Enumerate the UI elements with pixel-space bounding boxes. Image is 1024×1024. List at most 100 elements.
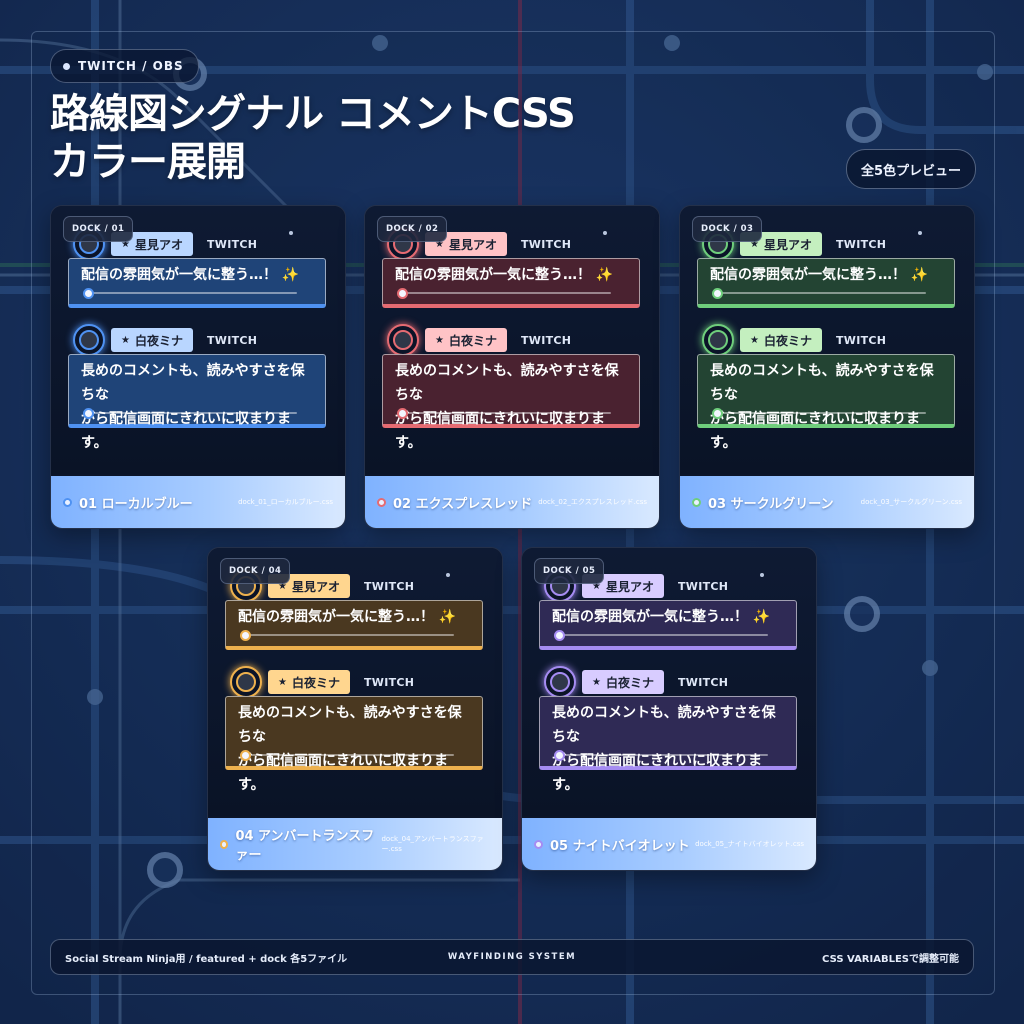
comment-header: ★ 白夜ミナ TWITCH	[73, 324, 257, 356]
username-chip: ★ 白夜ミナ	[425, 328, 507, 352]
username-chip: ★ 白夜ミナ	[740, 328, 822, 352]
username: 白夜ミナ	[134, 333, 183, 348]
platform-label: TWITCH	[677, 579, 729, 593]
comment-text: 配信の雰囲気が一気に整う…！ ✨	[710, 267, 929, 283]
comment-text: 配信の雰囲気が一気に整う…！ ✨	[552, 609, 771, 625]
comment-bubble: 長めのコメントも、読みやすさを保ちな がら配信画面にきれいに収まります。	[68, 354, 326, 451]
comment-header: ★ 白夜ミナ TWITCH	[544, 666, 728, 698]
bottom-bar: Social Stream Ninja用 / featured + dock 各…	[50, 939, 974, 975]
comment-header: ★ 白夜ミナ TWITCH	[230, 666, 414, 698]
theme-card-3[interactable]: DOCK / 03 ★ 星見アオ TWITCH 配信の雰囲気が一気に整う…！ ✨…	[679, 205, 975, 529]
platform-label: TWITCH	[835, 237, 887, 251]
theme-card-5[interactable]: DOCK / 05 ★ 星見アオ TWITCH 配信の雰囲気が一気に整う…！ ✨…	[521, 547, 817, 871]
comment-text-line-2: がら配信画面にきれいに収まります。	[710, 411, 920, 451]
route-line	[89, 292, 297, 294]
comment-bubble: 配信の雰囲気が一気に整う…！ ✨	[697, 258, 955, 308]
color-dot-icon	[63, 497, 72, 507]
dock-tag: DOCK / 01	[63, 216, 134, 242]
comment-bubble: 配信の雰囲気が一気に整う…！ ✨	[68, 258, 326, 308]
station-node-icon	[240, 630, 251, 641]
station-node-icon	[83, 288, 94, 299]
comment-bubble: 配信の雰囲気が一気に整う…！ ✨	[382, 258, 640, 308]
dock-tag: DOCK / 04	[220, 558, 291, 584]
dock-preview: DOCK / 05 ★ 星見アオ TWITCH 配信の雰囲気が一気に整う…！ ✨…	[522, 548, 816, 816]
theme-card-4[interactable]: DOCK / 04 ★ 星見アオ TWITCH 配信の雰囲気が一気に整う…！ ✨…	[207, 547, 503, 871]
username-chip: ★ 白夜ミナ	[582, 670, 664, 694]
color-dot-icon	[220, 839, 229, 849]
comment-bubble: 長めのコメントも、読みやすさを保ちな がら配信画面にきれいに収まります。	[697, 354, 955, 451]
dock-preview: DOCK / 04 ★ 星見アオ TWITCH 配信の雰囲気が一気に整う…！ ✨…	[208, 548, 502, 816]
username: 白夜ミナ	[291, 675, 340, 690]
card-footer: 02 エクスプレスレッド dock_02_エクスプレスレッド.css	[365, 476, 659, 528]
comment-text: 配信の雰囲気が一気に整う…！ ✨	[395, 267, 614, 283]
station-node-icon	[712, 288, 723, 299]
dock-tag: DOCK / 05	[534, 558, 605, 584]
route-line	[718, 412, 926, 414]
comment-header: ★ 白夜ミナ TWITCH	[702, 324, 886, 356]
route-line	[560, 634, 768, 636]
route-line	[718, 292, 926, 294]
star-icon: ★	[750, 238, 759, 250]
css-filename: dock_01_ローカルブルー.css	[238, 498, 333, 506]
station-node-icon	[397, 408, 408, 419]
bottom-bar-right: CSS VARIABLESで調整可能	[822, 953, 959, 965]
theme-name: 03 サークルグリーン	[708, 496, 834, 512]
theme-card-1[interactable]: DOCK / 01 ★ 星見アオ TWITCH 配信の雰囲気が一気に整う…！ ✨…	[50, 205, 346, 529]
username: 白夜ミナ	[605, 675, 654, 690]
sparkle-dot-icon	[760, 573, 764, 577]
platform-label: TWITCH	[206, 333, 258, 347]
username: 白夜ミナ	[448, 333, 497, 348]
dock-tag: DOCK / 02	[377, 216, 448, 242]
theme-card-2[interactable]: DOCK / 02 ★ 星見アオ TWITCH 配信の雰囲気が一気に整う…！ ✨…	[364, 205, 660, 529]
star-icon: ★	[121, 334, 130, 346]
username: 星見アオ	[763, 237, 812, 252]
comment-text-line-2: がら配信画面にきれいに収まります。	[81, 411, 291, 451]
star-icon: ★	[592, 676, 601, 688]
username: 星見アオ	[448, 237, 497, 252]
dock-preview: DOCK / 01 ★ 星見アオ TWITCH 配信の雰囲気が一気に整う…！ ✨…	[51, 206, 345, 474]
star-icon: ★	[278, 676, 287, 688]
dock-preview: DOCK / 03 ★ 星見アオ TWITCH 配信の雰囲気が一気に整う…！ ✨…	[680, 206, 974, 474]
station-node-icon	[554, 750, 565, 761]
comment-text-line-1: 長めのコメントも、読みやすさを保ちな	[710, 363, 934, 403]
badge-label: TWITCH / OBS	[78, 59, 184, 73]
station-node-icon	[712, 408, 723, 419]
route-line	[403, 412, 611, 414]
css-filename: dock_03_サークルグリーン.css	[860, 498, 962, 506]
platform-badge: TWITCH / OBS	[50, 49, 199, 83]
station-node-icon	[83, 408, 94, 419]
route-line	[560, 754, 768, 756]
star-icon: ★	[435, 238, 444, 250]
star-icon: ★	[121, 238, 130, 250]
comment-text: 配信の雰囲気が一気に整う…！ ✨	[81, 267, 300, 283]
avatar-icon	[230, 666, 262, 698]
sparkle-dot-icon	[603, 231, 607, 235]
platform-label: TWITCH	[835, 333, 887, 347]
star-icon: ★	[435, 334, 444, 346]
css-filename: dock_05_ナイトバイオレット.css	[695, 840, 804, 848]
comment-text-line-1: 長めのコメントも、読みやすさを保ちな	[81, 363, 305, 403]
comment-text-line-1: 長めのコメントも、読みやすさを保ちな	[552, 705, 776, 745]
platform-label: TWITCH	[520, 333, 572, 347]
color-dot-icon	[534, 839, 543, 849]
station-node-icon	[240, 750, 251, 761]
bottom-bar-left: Social Stream Ninja用 / featured + dock 各…	[65, 953, 348, 965]
comment-bubble: 長めのコメントも、読みやすさを保ちな がら配信画面にきれいに収まります。	[225, 696, 483, 793]
star-icon: ★	[278, 580, 287, 592]
sparkle-dot-icon	[289, 231, 293, 235]
username: 白夜ミナ	[763, 333, 812, 348]
station-node-icon	[554, 630, 565, 641]
comment-bubble: 配信の雰囲気が一気に整う…！ ✨	[539, 600, 797, 650]
dock-tag: DOCK / 03	[692, 216, 763, 242]
css-filename: dock_04_アンバートランスファー.css	[381, 835, 484, 853]
comment-text-line-1: 長めのコメントも、読みやすさを保ちな	[238, 705, 462, 745]
username-chip: ★ 白夜ミナ	[268, 670, 350, 694]
comment-text-line-2: がら配信画面にきれいに収まります。	[395, 411, 605, 451]
sparkle-dot-icon	[446, 573, 450, 577]
platform-label: TWITCH	[677, 675, 729, 689]
page-title-line-2: カラー展開	[50, 139, 246, 185]
card-footer: 03 サークルグリーン dock_03_サークルグリーン.css	[680, 476, 974, 528]
card-footer: 01 ローカルブルー dock_01_ローカルブルー.css	[51, 476, 345, 528]
color-dot-icon	[692, 497, 701, 507]
route-line	[246, 754, 454, 756]
